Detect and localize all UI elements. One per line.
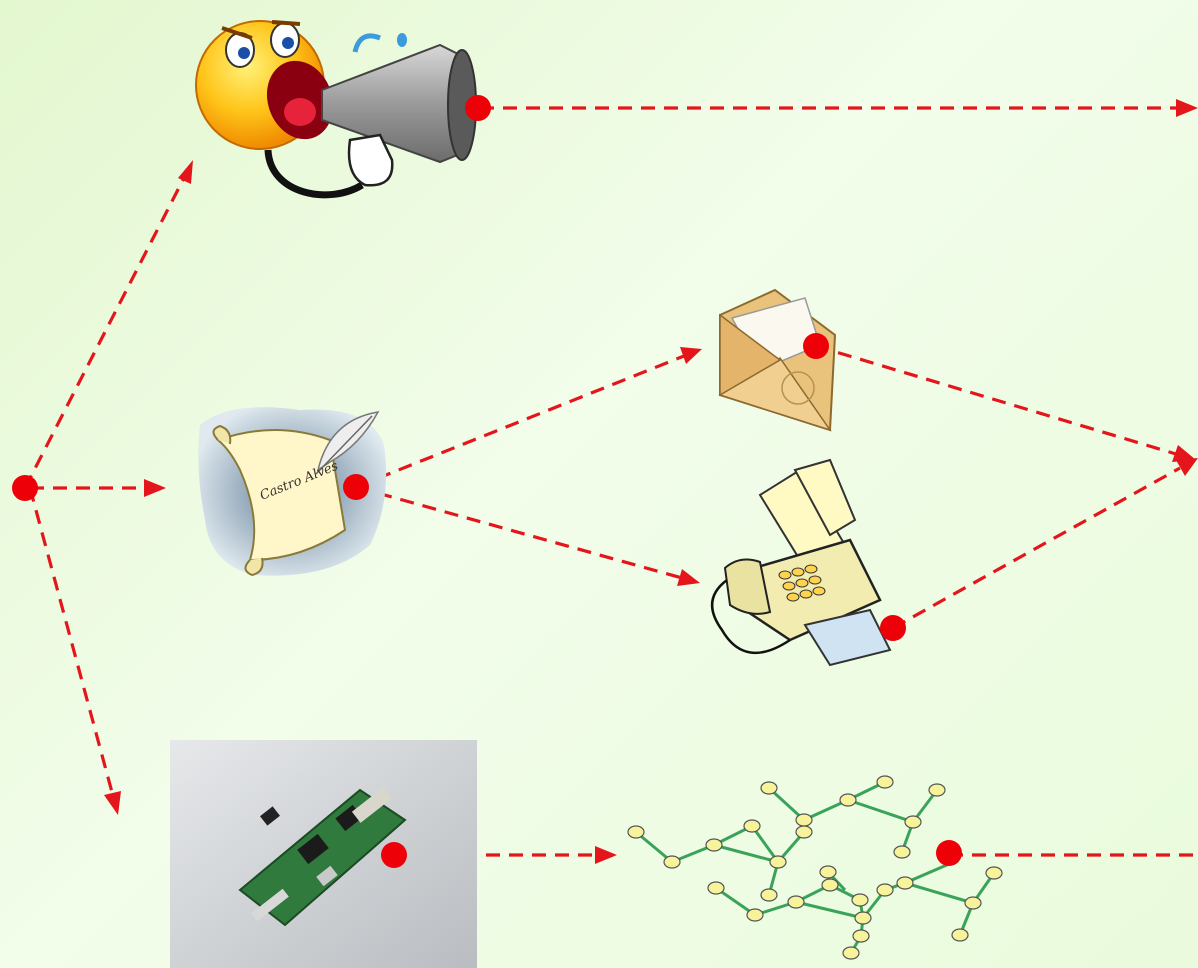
arrowhead-icon bbox=[1172, 445, 1196, 462]
arrow-fax-to-receiver bbox=[892, 466, 1181, 630]
circuit-board-icon bbox=[170, 740, 477, 968]
open-envelope-icon bbox=[718, 288, 837, 432]
arrowhead-icon bbox=[144, 479, 166, 497]
parchment-scroll-icon: Castro Alves bbox=[198, 407, 387, 577]
fax-dot bbox=[880, 615, 906, 641]
start-dot bbox=[12, 475, 38, 501]
arrowhead-icon bbox=[104, 791, 121, 815]
scroll-dot bbox=[343, 474, 369, 500]
arrowhead-icon bbox=[178, 160, 193, 184]
megaphone-shouting-face-icon bbox=[195, 20, 477, 199]
arrowhead-icon bbox=[1176, 458, 1198, 476]
arrowhead-icon bbox=[1176, 99, 1198, 117]
speaker-dot bbox=[465, 95, 491, 121]
network-graph-icon bbox=[627, 775, 1003, 960]
arrowhead-icon bbox=[595, 846, 617, 864]
fax-machine-icon bbox=[711, 458, 892, 667]
connection-dots bbox=[12, 95, 962, 868]
arrow-start-to-speaker bbox=[23, 171, 189, 489]
circuit-dot bbox=[381, 842, 407, 868]
arrow-scroll-to-envelope bbox=[355, 354, 685, 489]
network-dot bbox=[936, 840, 962, 866]
arrows bbox=[23, 99, 1198, 864]
envelope-dot bbox=[803, 333, 829, 359]
arrow-scroll-to-fax bbox=[355, 485, 683, 580]
arrowhead-icon bbox=[680, 347, 702, 364]
arrow-start-to-circuit bbox=[28, 487, 115, 797]
arrowhead-icon bbox=[677, 569, 700, 586]
arrow-envelope-to-receiver bbox=[815, 344, 1177, 456]
